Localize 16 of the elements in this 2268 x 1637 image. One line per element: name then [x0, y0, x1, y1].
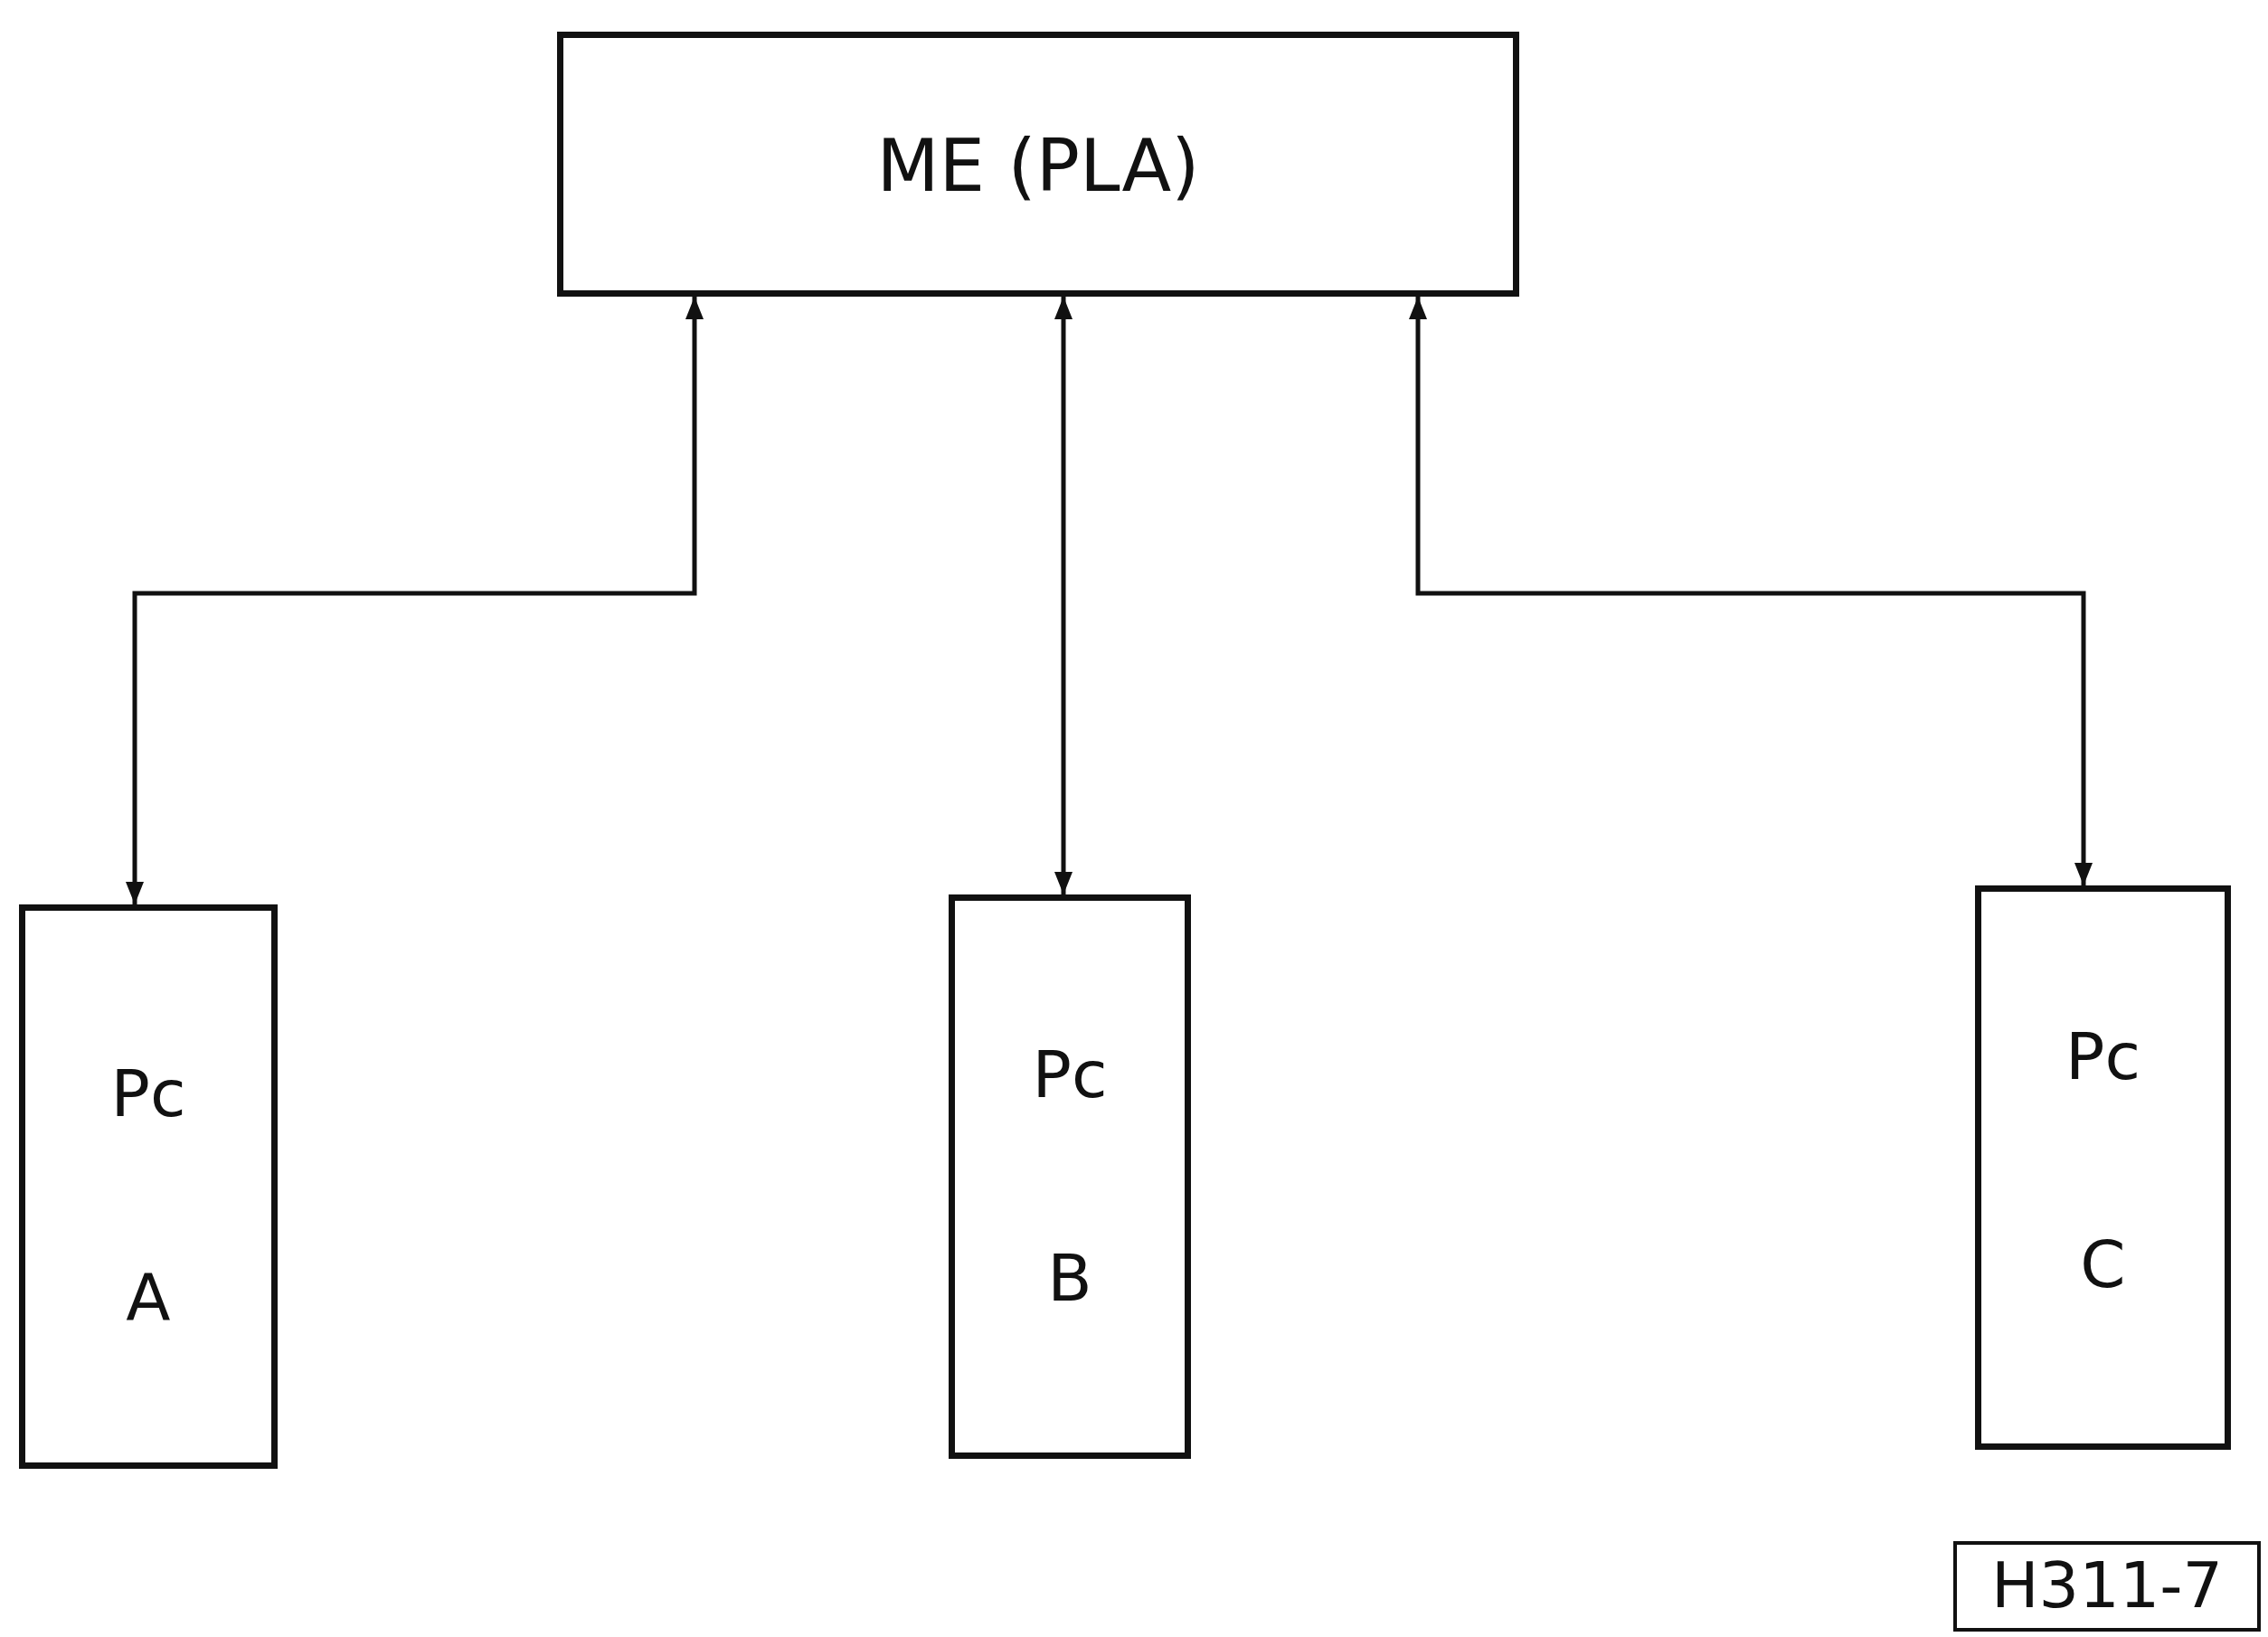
processor-box	[1975, 885, 2231, 1450]
box-label: Pc	[109, 1055, 187, 1131]
double-arrow	[126, 297, 704, 904]
unit-letter: A	[125, 1259, 172, 1335]
box-label: ME (PLA)	[875, 124, 1201, 208]
process-box	[557, 32, 1519, 297]
unit-letter: B	[1046, 1240, 1093, 1316]
unit-letter: C	[2079, 1226, 2127, 1302]
processor-box	[19, 904, 278, 1469]
double-arrow	[1409, 297, 2093, 885]
figure-number: H311-7	[1989, 1548, 2224, 1623]
figure-number-box	[1953, 1541, 2261, 1632]
box-label: Pc	[2065, 1018, 2141, 1094]
processor-box	[949, 894, 1191, 1459]
box-label: Pc	[1031, 1036, 1109, 1112]
double-arrow	[1054, 297, 1073, 894]
